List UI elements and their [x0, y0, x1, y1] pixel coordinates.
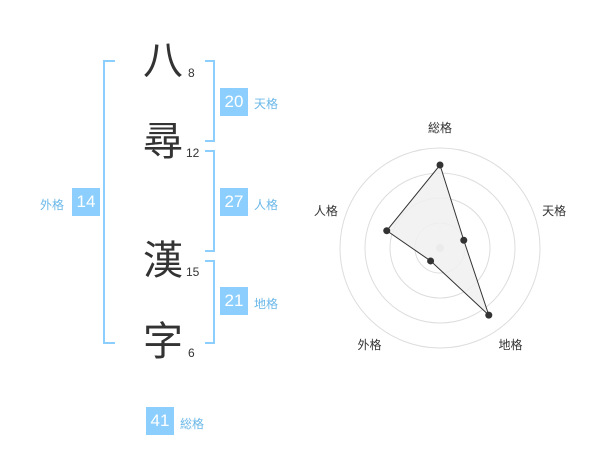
radar-point-3 — [485, 311, 493, 319]
gaikaku-label: 外格 — [40, 198, 65, 212]
chikaku-label: 地格 — [254, 297, 279, 311]
soukaku-value: 41 — [146, 407, 174, 435]
jinkaku-bracket — [205, 150, 215, 252]
gaikaku-bracket — [103, 60, 115, 344]
radar-data-polygon — [386, 163, 490, 316]
jinkaku-label: 人格 — [254, 198, 279, 212]
radar-axis-label: 総格 — [428, 120, 452, 135]
name-char-1: 八 — [143, 38, 183, 84]
radar-axis-label: 地格 — [499, 337, 523, 352]
soukaku-label: 総格 — [180, 417, 205, 431]
gaikaku-value: 14 — [72, 188, 100, 216]
tenkaku-bracket — [205, 60, 215, 142]
radar-ring — [339, 147, 541, 349]
name-char-2: 尋 — [143, 119, 183, 165]
name-char-4: 字 — [143, 319, 183, 365]
radar-axis-label: 外格 — [357, 337, 381, 352]
chikaku-value: 21 — [220, 287, 248, 315]
name-char-3: 漢 — [143, 238, 183, 284]
radar-point-4 — [427, 257, 435, 265]
stroke-count-4: 6 — [188, 346, 195, 360]
chikaku-bracket — [205, 260, 215, 344]
stroke-count-2: 12 — [186, 146, 200, 160]
stroke-count-1: 8 — [188, 66, 195, 80]
radar-point-1 — [436, 161, 444, 169]
jinkaku-value: 27 — [220, 188, 248, 216]
tenkaku-label: 天格 — [254, 97, 279, 111]
radar-point-5 — [383, 227, 391, 235]
radar-axis-label: 天格 — [542, 203, 566, 218]
radar-point-2 — [460, 236, 468, 244]
radar-axis-label: 人格 — [314, 203, 338, 218]
stroke-count-3: 15 — [186, 265, 200, 279]
tenkaku-value: 20 — [220, 88, 248, 116]
